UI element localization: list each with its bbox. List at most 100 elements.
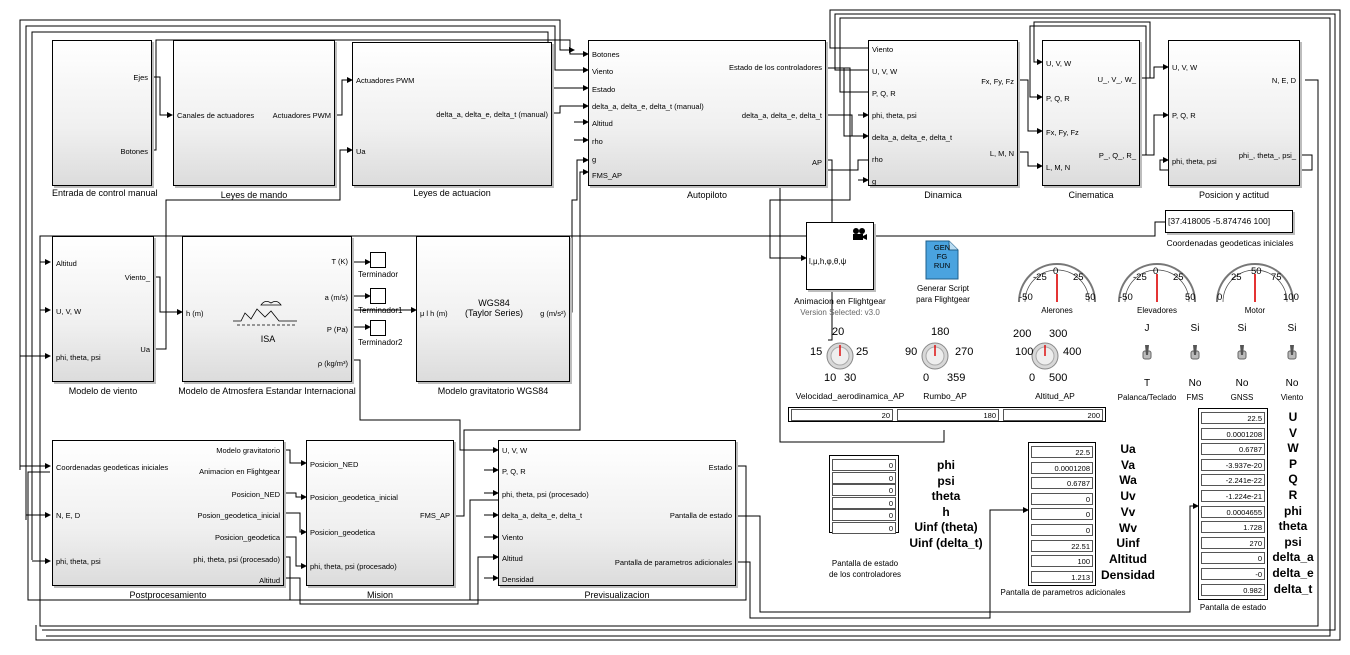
block-mision[interactable]: Posicion_NED Posicion_geodetica_inicial … (306, 440, 454, 586)
port-uvw: U, V, W (502, 446, 528, 455)
switch-top-label: Si (1237, 323, 1247, 334)
block-flightgear-animation[interactable]: l,μ,h,φ,θ,ψ (806, 222, 874, 290)
knob-tick: 20 (832, 326, 845, 338)
port-phi-theta-psi: phi, theta, psi (56, 353, 101, 362)
block-postprocesamiento[interactable]: Coordenadas geodeticas iniciales N, E, D… (52, 440, 284, 586)
port-pantalla-param-out: Pantalla de parametros adicionales (614, 558, 732, 567)
port-angles-out: phi_, theta_, psi_ (1238, 151, 1296, 160)
block-leyes-de-mando[interactable]: Canales de actuadores Actuadores PWM (173, 40, 335, 186)
title-dinamica: Dinamica (924, 190, 962, 200)
switch-fms[interactable] (1189, 343, 1201, 365)
terminator-2[interactable] (370, 320, 386, 336)
block-atmosfera-isa[interactable]: h (m) T (K) a (m/s) P (Pa) ρ (kg/m³) ISA (182, 236, 352, 382)
gauge-tick: 100 (1283, 292, 1299, 303)
isa-label: ISA (260, 334, 276, 344)
display-label: Uinf (delta_t) (909, 535, 983, 550)
script-icon-text: GEN FG RUN (933, 243, 951, 270)
port-h: h (m) (186, 309, 204, 318)
block-posicion-actitud[interactable]: U, V, W P, Q, R phi, theta, psi N, E, D … (1168, 40, 1300, 186)
port-actuadores-pwm: Actuadores PWM (272, 111, 331, 120)
port-estado-in: Estado (592, 85, 616, 94)
script-label-1: Generar Script (916, 284, 970, 293)
block-cinematica[interactable]: U, V, W P, Q, R Fx, Fy, Fz L, M, N U_, V… (1042, 40, 1140, 186)
terminator-0[interactable] (370, 252, 386, 268)
toggle-switch-icon (1237, 345, 1247, 360)
terminator-label-0: Terminador (358, 270, 399, 279)
display-label: Wa (1119, 473, 1137, 488)
display-value: 22.51 (1031, 539, 1093, 552)
port-delta-out: delta_a, delta_e, delta_t (741, 111, 822, 120)
switch-label: FMS (1186, 393, 1204, 402)
generate-script-button[interactable]: GEN FG RUN (925, 240, 959, 280)
port-phi-theta-psi: phi, theta, psi (1172, 157, 1217, 166)
knob-tick: 90 (905, 346, 918, 358)
switch-palanca-teclado[interactable] (1141, 343, 1153, 365)
switch-gnss[interactable] (1236, 343, 1248, 365)
display-label: delta_a (1272, 550, 1314, 565)
port-altitud-out: Altitud (259, 576, 280, 585)
display-value: 0 (832, 522, 896, 534)
port-altitud: Altitud (502, 554, 523, 563)
port-pos-geo: Posicion_geodetica (310, 528, 376, 537)
switch-label: Palanca/Teclado (1117, 393, 1177, 402)
coords-constant-block[interactable]: [37.418005 -5.874746 100] (1165, 210, 1293, 233)
port-t: T (K) (331, 257, 348, 266)
port-angles-proc: phi, theta, psi (procesado) (310, 562, 397, 571)
switch-top-label: Si (1287, 323, 1297, 334)
port-mu-l-h: μ l h (m) (420, 309, 448, 318)
block-gravitatorio-wgs84[interactable]: μ l h (m) g (m/s²) WGS84 (Taylor Series) (416, 236, 570, 382)
display-value: 0 (1201, 552, 1265, 565)
display-label: theta (931, 489, 961, 503)
gauge-tick: -25 (1133, 272, 1147, 283)
knob-tick: 100 (1015, 346, 1034, 358)
flightgear-inputs: l,μ,h,φ,θ,ψ (809, 257, 847, 266)
port-estado-ctrl-out: Estado de los controladores (729, 63, 822, 72)
gauge-tick: -25 (1033, 272, 1047, 283)
display-value: 0 (1031, 492, 1093, 505)
gauge-tick: 50 (1251, 266, 1262, 277)
block-previsualizacion[interactable]: U, V, W P, Q, R phi, theta, psi (procesa… (498, 440, 736, 586)
port-ned-in: N, E, D (56, 511, 81, 520)
display-value: -2.241e-22 (1201, 474, 1265, 487)
block-leyes-de-actuacion[interactable]: Actuadores PWM Ua delta_a, delta_e, delt… (352, 42, 552, 186)
wgs84-label: WGS84 (478, 298, 510, 308)
flightgear-label: Animacion en Flightgear (794, 296, 886, 306)
block-modelo-viento[interactable]: Altitud U, V, W phi, theta, psi Viento_ … (52, 236, 154, 382)
port-viento: Viento (502, 533, 524, 542)
gauge-dial-icon (1018, 263, 1096, 303)
display-label: Uinf (theta) (914, 520, 978, 534)
isa-icon (233, 301, 297, 326)
knob-label: Altitud_AP (1035, 391, 1075, 401)
display-value: 0.6787 (1201, 443, 1265, 456)
display-value: 100 (1031, 555, 1093, 568)
knob-label: Rumbo_AP (923, 391, 967, 401)
knob-dial-icon (826, 342, 854, 370)
display-label: Ua (1120, 442, 1136, 456)
port-altitud: Altitud (56, 259, 77, 268)
block-entrada-control-manual[interactable]: Ejes Botones (52, 40, 152, 186)
switch-viento[interactable] (1286, 343, 1298, 365)
port-fms-ap-out: FMS_AP (419, 511, 450, 520)
gauge-tick: 25 (1173, 272, 1184, 283)
switch-bottom-label: No (1285, 378, 1299, 389)
terminator-1[interactable] (370, 288, 386, 304)
port-delta-manual-out: delta_a, delta_e, delta_t (manual) (436, 110, 548, 119)
knob-tick: 200 (1013, 328, 1032, 340)
knob-label: Velocidad_aerodinamica_AP (795, 391, 905, 401)
pantalla-ctrl-title-2: de los controladores (828, 570, 902, 579)
block-dinamica[interactable]: Viento U, V, W P, Q, R phi, theta, psi d… (868, 40, 1018, 186)
port-rho: ρ (kg/m³) (317, 359, 348, 368)
title-gravitatorio: Modelo gravitatorio WGS84 (437, 386, 549, 396)
title-leyes-mando: Leyes de mando (220, 190, 288, 200)
knob-values-display: 20 180 200 (788, 407, 1106, 422)
port-botones: Botones (120, 147, 148, 156)
block-autopiloto[interactable]: Botones Viento Estado delta_a, delta_e, … (588, 40, 826, 186)
knob-tick: 180 (931, 326, 950, 338)
port-canales: Canales de actuadores (177, 111, 255, 120)
